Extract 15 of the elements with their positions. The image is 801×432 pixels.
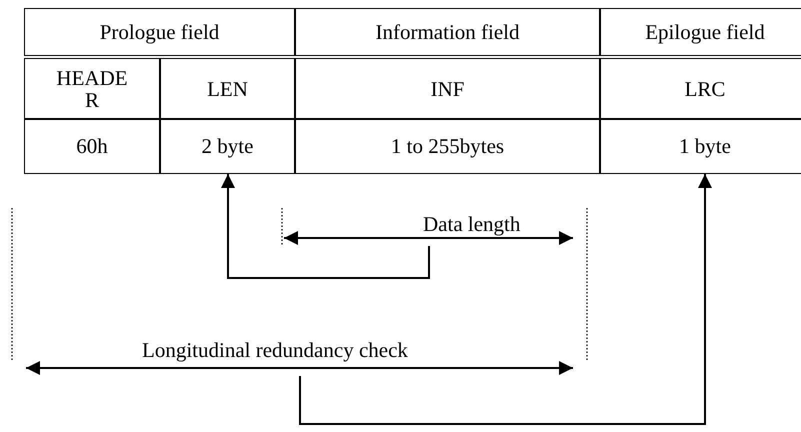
table-cell: INF (295, 58, 600, 120)
table-cell: HEADER (24, 58, 160, 120)
table-cell: LEN (160, 58, 295, 120)
table-cell: Information field (295, 8, 600, 56)
annotation-text: Data length (423, 212, 520, 237)
table-cell: 60h (24, 118, 160, 174)
annotation-text: Longitudinal redundancy check (142, 338, 408, 363)
leader-arrow (221, 174, 430, 279)
table-cell: 1 byte (600, 118, 801, 174)
table-cell: Epilogue field (600, 8, 801, 56)
leader-arrow (299, 174, 712, 425)
table-cell: LRC (600, 58, 801, 120)
table-cell: 2 byte (160, 118, 295, 174)
table-cell: Prologue field (24, 8, 295, 56)
table-cell: 1 to 255bytes (295, 118, 600, 174)
